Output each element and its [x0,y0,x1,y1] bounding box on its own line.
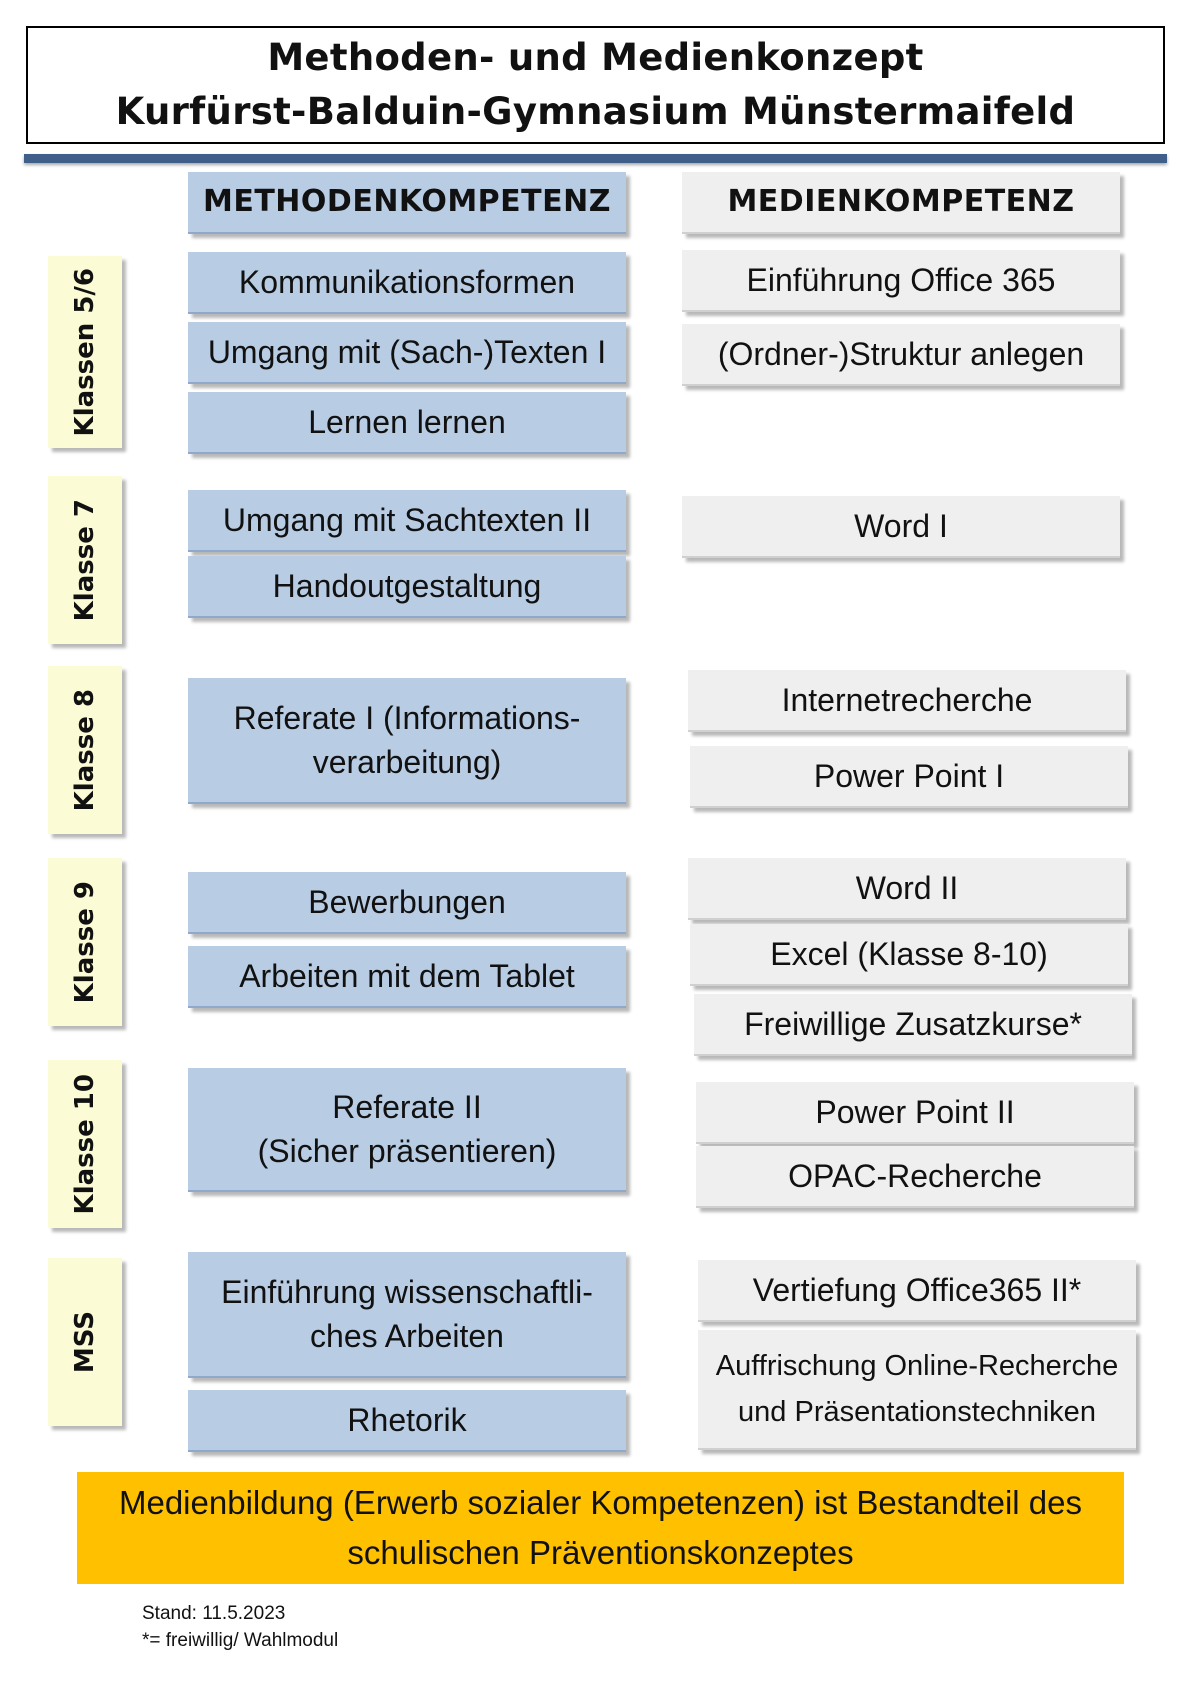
grade-label-5-6: Klassen 5/6 [48,256,122,448]
media-power-point-1: Power Point I [690,746,1128,808]
grade-label-7: Klasse 7 [48,476,122,644]
media-opac-recherche: OPAC-Recherche [696,1146,1134,1208]
method-handoutgestaltung: Handoutgestaltung [188,556,626,618]
method-referate-2: Referate II (Sicher präsentieren) [188,1068,626,1192]
medienbildung-banner: Medienbildung (Erwerb sozialer Kompetenz… [77,1472,1124,1584]
media-ordnerstruktur: (Ordner-)Struktur anlegen [682,324,1120,386]
method-kommunikationsformen: Kommunikationsformen [188,252,626,314]
method-tablet: Arbeiten mit dem Tablet [188,946,626,1008]
media-column-header: MEDIENKOMPETENZ [682,172,1120,234]
method-sachtexte-2: Umgang mit Sachtexten II [188,490,626,552]
media-excel: Excel (Klasse 8-10) [690,924,1128,986]
grade-label-mss: MSS [48,1258,122,1426]
method-rhetorik: Rhetorik [188,1390,626,1452]
title-line-2: Kurfürst-Balduin-Gymnasium Münstermaifel… [115,90,1076,133]
media-auffrischung: Auffrischung Online-Recherche und Präsen… [698,1330,1136,1450]
grade-label-10: Klasse 10 [48,1060,122,1228]
media-office-365: Einführung Office 365 [682,250,1120,312]
method-wissenschaftliches-arbeiten: Einführung wissenschaftli- ches Arbeiten [188,1252,626,1378]
media-zusatzkurse: Freiwillige Zusatzkurse* [694,994,1132,1056]
footer-note: *= freiwillig/ Wahlmodul [142,1630,339,1651]
grade-label-8: Klasse 8 [48,666,122,834]
grade-label-9: Klasse 9 [48,858,122,1026]
media-word-1: Word I [682,496,1120,558]
media-power-point-2: Power Point II [696,1082,1134,1144]
methods-column-header: METHODENKOMPETENZ [188,172,626,234]
method-bewerbungen: Bewerbungen [188,872,626,934]
method-referate-1: Referate I (Informations- verarbeitung) [188,678,626,804]
media-vertiefung-office365: Vertiefung Office365 II* [698,1260,1136,1322]
method-sachtexte-1: Umgang mit (Sach-)Texten I [188,322,626,384]
method-lernen-lernen: Lernen lernen [188,392,626,454]
title-line-1: Methoden- und Medienkonzept [267,36,924,79]
footer-stand: Stand: 11.5.2023 [142,1603,286,1624]
header-divider [24,154,1167,163]
media-internetrecherche: Internetrecherche [688,670,1126,732]
page-header: Methoden- und Medienkonzept Kurfürst-Bal… [26,26,1165,144]
media-word-2: Word II [688,858,1126,920]
